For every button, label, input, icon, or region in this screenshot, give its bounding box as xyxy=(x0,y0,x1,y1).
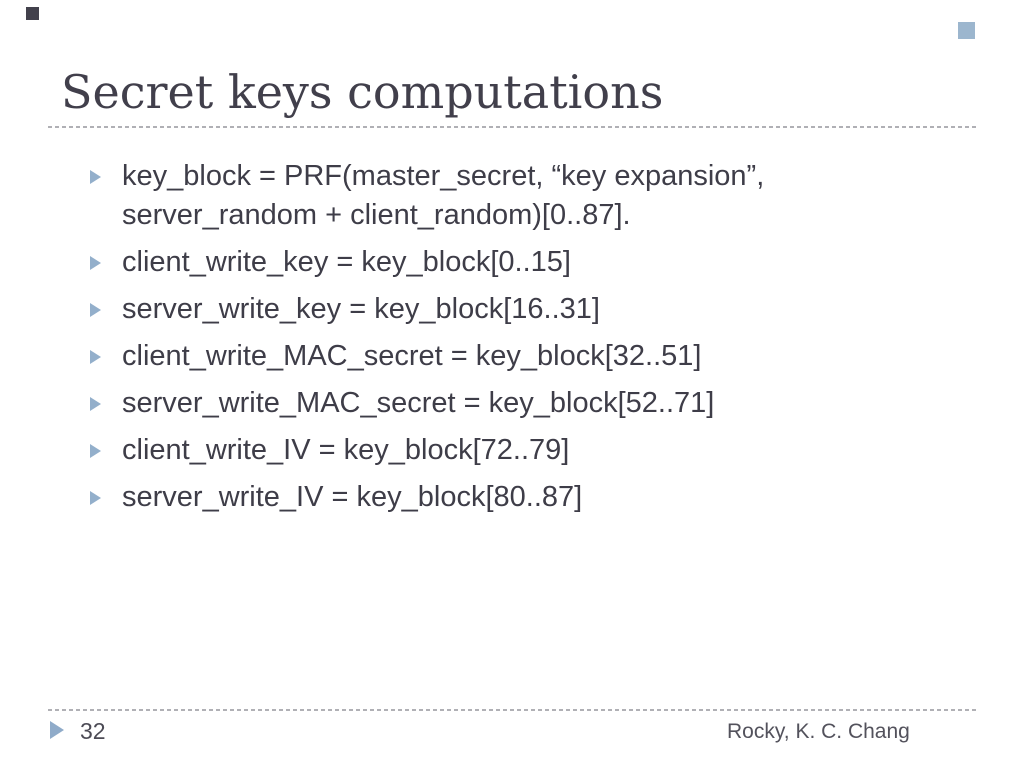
bullet-item: server_write_key = key_block[16..31] xyxy=(90,290,812,329)
corner-accent-square-top-right-icon xyxy=(958,22,975,39)
bullet-text: client_write_IV = key_block[72..79] xyxy=(122,434,570,466)
bullet-item: client_write_MAC_secret = key_block[32..… xyxy=(90,337,812,376)
bullet-text: client_write_key = key_block[0..15] xyxy=(122,246,571,278)
footer-author: Rocky, K. C. Chang xyxy=(727,720,910,743)
bullet-text: key_block = PRF(master_secret, “key expa… xyxy=(122,160,765,231)
page-number: 32 xyxy=(80,718,106,744)
bullet-triangle-icon xyxy=(90,303,101,317)
slide-title: Secret keys computations xyxy=(61,65,664,119)
title-divider-dotted-line xyxy=(48,126,976,128)
bullet-triangle-icon xyxy=(90,444,101,458)
bullet-item: client_write_key = key_block[0..15] xyxy=(90,243,812,282)
bullet-text: server_write_IV = key_block[80..87] xyxy=(122,481,583,513)
bullet-text: client_write_MAC_secret = key_block[32..… xyxy=(122,340,702,372)
footer-triangle-icon xyxy=(50,721,64,739)
bullet-triangle-icon xyxy=(90,397,101,411)
bullet-triangle-icon xyxy=(90,256,101,270)
bullet-item: server_write_IV = key_block[80..87] xyxy=(90,478,812,517)
bullet-text: server_write_MAC_secret = key_block[52..… xyxy=(122,387,715,419)
bullet-triangle-icon xyxy=(90,170,101,184)
bullet-item: client_write_IV = key_block[72..79] xyxy=(90,431,812,470)
bullet-item: key_block = PRF(master_secret, “key expa… xyxy=(90,157,812,235)
bullet-item: server_write_MAC_secret = key_block[52..… xyxy=(90,384,812,423)
footer-divider-dotted-line xyxy=(48,709,976,711)
bullet-triangle-icon xyxy=(90,491,101,505)
bullet-text: server_write_key = key_block[16..31] xyxy=(122,293,600,325)
bullet-list: key_block = PRF(master_secret, “key expa… xyxy=(90,157,812,517)
corner-accent-square-top-left-icon xyxy=(26,7,39,20)
bullet-triangle-icon xyxy=(90,350,101,364)
